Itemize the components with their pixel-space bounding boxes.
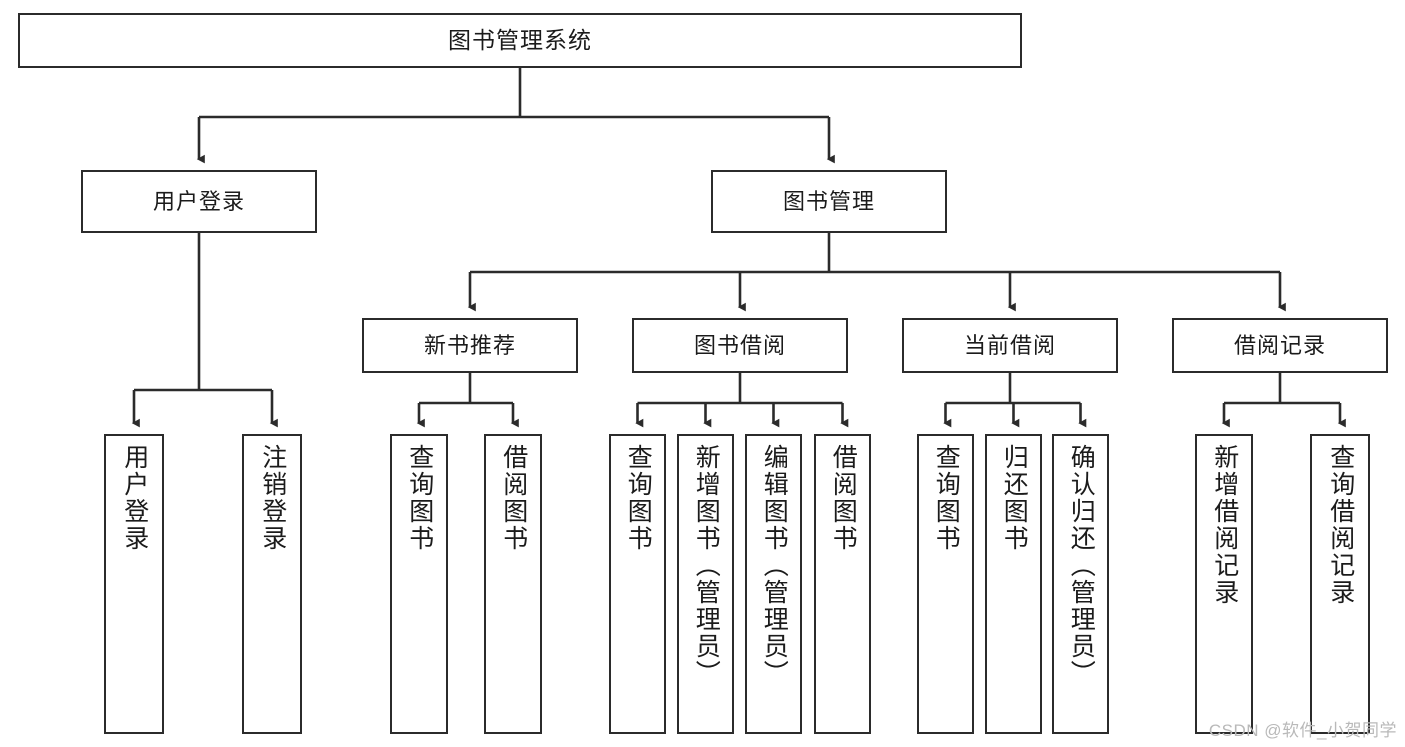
node-label: 图书管理	[782, 188, 875, 214]
node-label: 新增借阅记录	[1210, 444, 1239, 606]
node-label: 借阅图书	[829, 444, 858, 552]
node-label: 归还图书	[1000, 444, 1029, 552]
node-borrow[interactable]: 图书借阅	[632, 318, 848, 373]
node-label: 借阅记录	[1233, 332, 1326, 358]
node-label: 图书管理系统	[448, 26, 592, 53]
node-l-edit[interactable]: 编辑图书（管理员）	[745, 434, 802, 734]
node-l-logout[interactable]: 注销登录	[242, 434, 302, 734]
node-l-queryrec[interactable]: 查询借阅记录	[1310, 434, 1370, 734]
node-label: 查询图书	[932, 444, 961, 552]
node-l-confirm[interactable]: 确认归还（管理员）	[1052, 434, 1109, 734]
node-label: 查询图书	[405, 444, 434, 552]
node-label: 当前借阅	[963, 332, 1056, 358]
node-l-borrow2[interactable]: 借阅图书	[814, 434, 871, 734]
node-l-query3[interactable]: 查询图书	[917, 434, 974, 734]
node-l-query2[interactable]: 查询图书	[609, 434, 666, 734]
node-l-query1[interactable]: 查询图书	[390, 434, 448, 734]
node-label: 用户登录	[120, 444, 149, 552]
node-label: 编辑图书（管理员）	[760, 444, 789, 687]
node-current[interactable]: 当前借阅	[902, 318, 1118, 373]
node-l-addrec[interactable]: 新增借阅记录	[1195, 434, 1253, 734]
node-label: 新书推荐	[423, 332, 516, 358]
node-login[interactable]: 用户登录	[81, 170, 317, 233]
node-root[interactable]: 图书管理系统	[18, 13, 1022, 68]
node-l-return[interactable]: 归还图书	[985, 434, 1042, 734]
node-label: 新增图书（管理员）	[692, 444, 721, 687]
node-records[interactable]: 借阅记录	[1172, 318, 1388, 373]
node-label: 查询借阅记录	[1326, 444, 1355, 606]
node-label: 注销登录	[258, 444, 287, 552]
node-label: 图书借阅	[693, 332, 786, 358]
node-label: 借阅图书	[499, 444, 528, 552]
node-l-login[interactable]: 用户登录	[104, 434, 164, 734]
node-newbook[interactable]: 新书推荐	[362, 318, 578, 373]
node-bookmgmt[interactable]: 图书管理	[711, 170, 947, 233]
node-l-add[interactable]: 新增图书（管理员）	[677, 434, 734, 734]
node-label: 查询图书	[624, 444, 653, 552]
node-label: 确认归还（管理员）	[1067, 444, 1096, 687]
node-label: 用户登录	[152, 188, 245, 214]
node-l-borrow1[interactable]: 借阅图书	[484, 434, 542, 734]
